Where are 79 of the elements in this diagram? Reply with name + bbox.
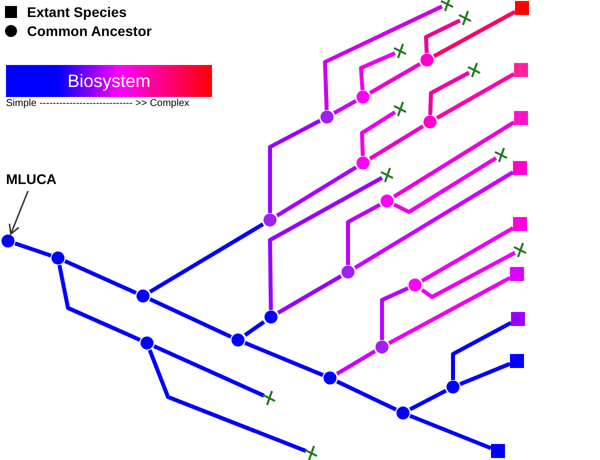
branch-line — [336, 380, 397, 412]
branch-line — [409, 414, 492, 450]
ancestor-dot — [264, 310, 278, 324]
leader-arrow — [8, 190, 29, 235]
extinction-cross — [394, 102, 406, 116]
branch-line — [64, 259, 137, 295]
branch-line — [148, 349, 307, 453]
ancestor-dot — [342, 266, 354, 278]
branch-line — [421, 226, 514, 283]
branch-line — [277, 274, 342, 315]
ancestor-dot — [356, 90, 370, 104]
ancestor-dot — [408, 278, 422, 292]
ancestor-dot — [356, 156, 370, 170]
ancestor-dot — [396, 406, 410, 420]
ancestor-dot — [2, 234, 14, 248]
extinction-cross — [514, 242, 526, 258]
species-square — [515, 1, 529, 15]
branch-line — [451, 321, 512, 380]
species-square — [514, 111, 528, 125]
species-square — [513, 217, 527, 231]
extinction-cross — [394, 44, 406, 58]
ancestor-dot — [320, 110, 334, 124]
extinction-cross — [468, 62, 480, 78]
extinction-cross — [262, 390, 276, 406]
branch-line — [336, 349, 376, 376]
ancestor-dot — [424, 116, 436, 128]
branch-line — [323, 4, 443, 110]
callout-text: MLUCA — [6, 171, 58, 191]
species-square — [510, 267, 524, 281]
ancestor-dot — [264, 214, 276, 226]
species-square — [511, 312, 525, 326]
branch-line — [14, 242, 52, 258]
branch-line — [436, 72, 515, 120]
branch-line — [393, 156, 498, 214]
branch-line — [428, 70, 470, 116]
branch-line — [276, 166, 358, 218]
branch-line — [420, 250, 516, 299]
branch-line — [459, 362, 511, 386]
branch-line — [360, 110, 396, 156]
species-square — [491, 444, 505, 458]
branch-line — [380, 286, 409, 340]
branch-line — [268, 118, 321, 213]
legend-text: Extant Species — [27, 4, 127, 20]
species-square — [514, 63, 528, 77]
branch-line — [392, 120, 516, 198]
branch-line — [388, 276, 511, 345]
branch-line — [149, 297, 232, 339]
extinction-cross — [304, 446, 318, 460]
branch-line — [346, 203, 381, 265]
branch-line — [433, 10, 516, 58]
branch-line — [369, 62, 421, 95]
species-square — [510, 354, 524, 368]
branch-line — [153, 344, 265, 398]
branch-line — [268, 176, 383, 310]
species-square — [513, 161, 527, 175]
branch-line — [424, 18, 461, 54]
ancestor-dot — [140, 336, 154, 350]
extinction-cross — [458, 10, 472, 26]
ancestor-dot — [52, 252, 64, 264]
ancestor-dot — [446, 380, 460, 394]
branch-line — [359, 51, 396, 90]
ancestor-dot — [232, 334, 244, 346]
extinction-cross — [494, 148, 508, 162]
extinction-cross — [380, 168, 394, 182]
ancestor-dot — [376, 340, 388, 354]
legend-text: Common Ancestor — [27, 23, 152, 39]
branch-line — [333, 99, 357, 115]
branch-line — [354, 170, 514, 270]
extinction-cross — [440, 0, 454, 12]
ancestor-dot — [420, 54, 434, 66]
branch-line — [409, 388, 447, 412]
branch-line — [368, 124, 424, 160]
ancestor-dot — [136, 290, 150, 302]
branch-line — [148, 222, 264, 294]
ancestor-dot — [380, 194, 394, 208]
ancestor-dot — [324, 372, 336, 384]
branch-line — [244, 341, 324, 377]
branch-line — [57, 264, 141, 342]
branch-line — [244, 320, 266, 337]
